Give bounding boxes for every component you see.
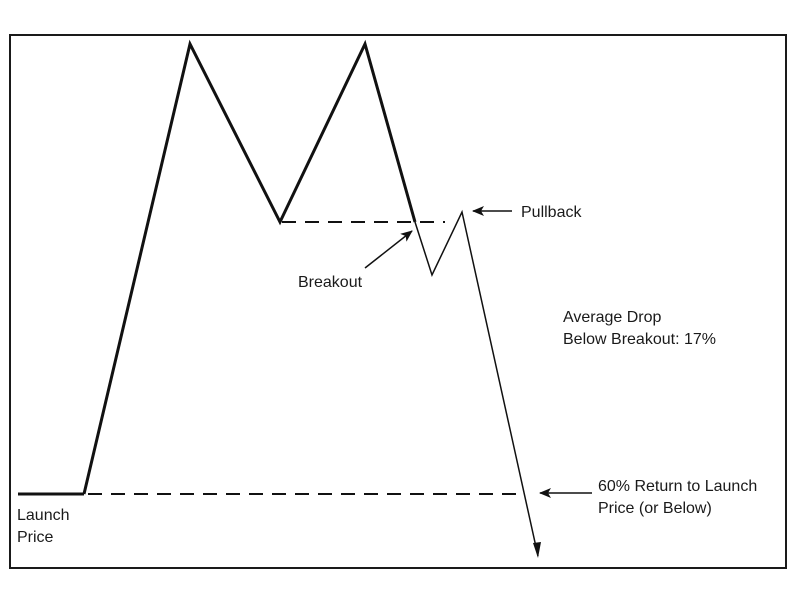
pullback-text: Pullback	[521, 204, 582, 221]
average-drop-line-2: Below Breakout: 17%	[563, 331, 716, 348]
diagram-frame	[9, 34, 787, 569]
launch-line-2: Price	[17, 529, 54, 546]
return-line-2: Price (or Below)	[598, 500, 712, 517]
return-to-launch-label: 60% Return to Launch Price (or Below)	[598, 476, 757, 520]
average-drop-label: Average Drop Below Breakout: 17%	[563, 307, 716, 351]
launch-price-label: Launch Price	[17, 505, 70, 549]
launch-line-1: Launch	[17, 507, 70, 524]
breakout-label: Breakout	[298, 272, 362, 294]
price-path-peaks	[82, 39, 417, 495]
breakout-pointer-arrow	[364, 230, 413, 269]
price-path-drop	[414, 209, 539, 557]
pullback-label: Pullback	[521, 202, 581, 224]
breakout-text: Breakout	[298, 274, 363, 291]
return-line-1: 60% Return to Launch	[598, 478, 758, 495]
drop-arrowhead	[533, 542, 541, 558]
average-drop-line-1: Average Drop	[563, 309, 662, 326]
